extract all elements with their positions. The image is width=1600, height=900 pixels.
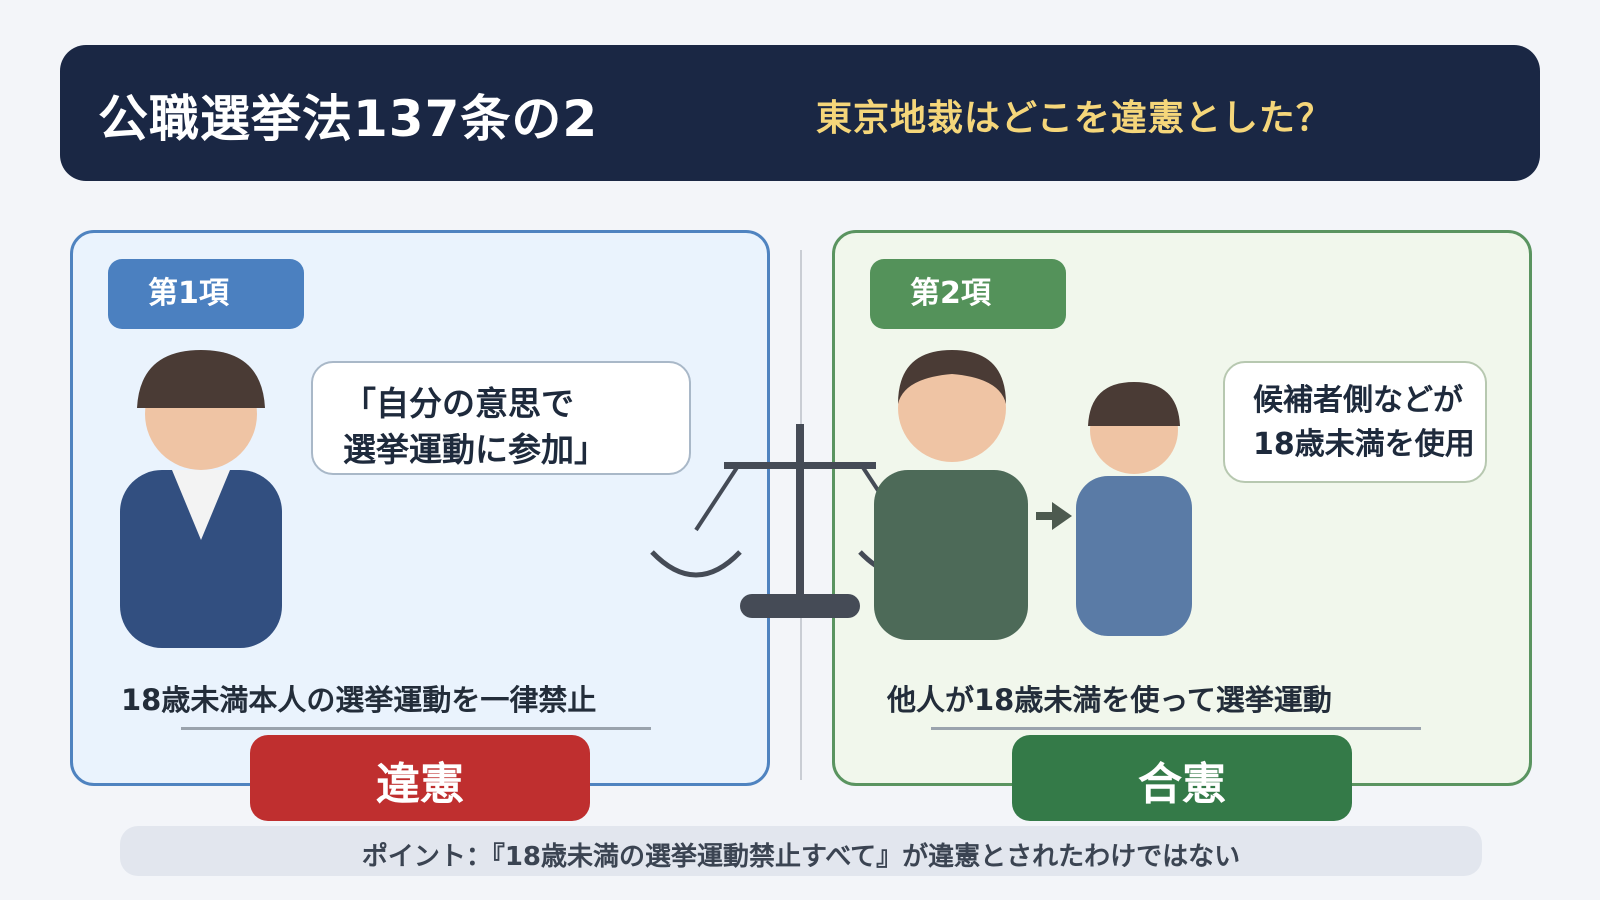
- speech-bubble-right: 候補者側などが 18歳未満を使用: [1223, 361, 1487, 483]
- person-child-icon: [1076, 382, 1192, 636]
- verdict-constitutional: 合憲: [1012, 735, 1352, 821]
- bubble-line: 「自分の意思で: [343, 384, 574, 423]
- badge-paragraph-1: 第1項: [108, 259, 304, 329]
- bubble-line: 18歳未満を使用: [1253, 427, 1475, 462]
- badge-paragraph-2: 第2項: [870, 259, 1066, 329]
- page-title: 公職選挙法137条の2: [98, 90, 599, 148]
- caption-underline: [181, 727, 651, 730]
- speech-bubble-left: 「自分の意思で 選挙運動に参加」: [311, 361, 691, 475]
- caption-paragraph-2: 他人が18歳未満を使って選挙運動: [887, 683, 1332, 717]
- bubble-line: 選挙運動に参加」: [343, 430, 607, 469]
- person-adult-icon: [874, 350, 1028, 640]
- header-banner: 公職選挙法137条の2 東京地裁はどこを違憲とした？: [60, 45, 1540, 181]
- point-note: ポイント：『18歳未満の選挙運動禁止すべて』が違憲とされたわけではない: [120, 826, 1482, 876]
- caption-underline: [931, 727, 1421, 730]
- bubble-line: 候補者側などが: [1253, 383, 1463, 418]
- header-question: 東京地裁はどこを違憲とした？: [816, 98, 1333, 139]
- verdict-unconstitutional: 違憲: [250, 735, 590, 821]
- caption-paragraph-1: 18歳未満本人の選挙運動を一律禁止: [121, 683, 597, 717]
- person-suit-icon: [120, 350, 282, 648]
- arrow-right-icon: [1036, 502, 1072, 530]
